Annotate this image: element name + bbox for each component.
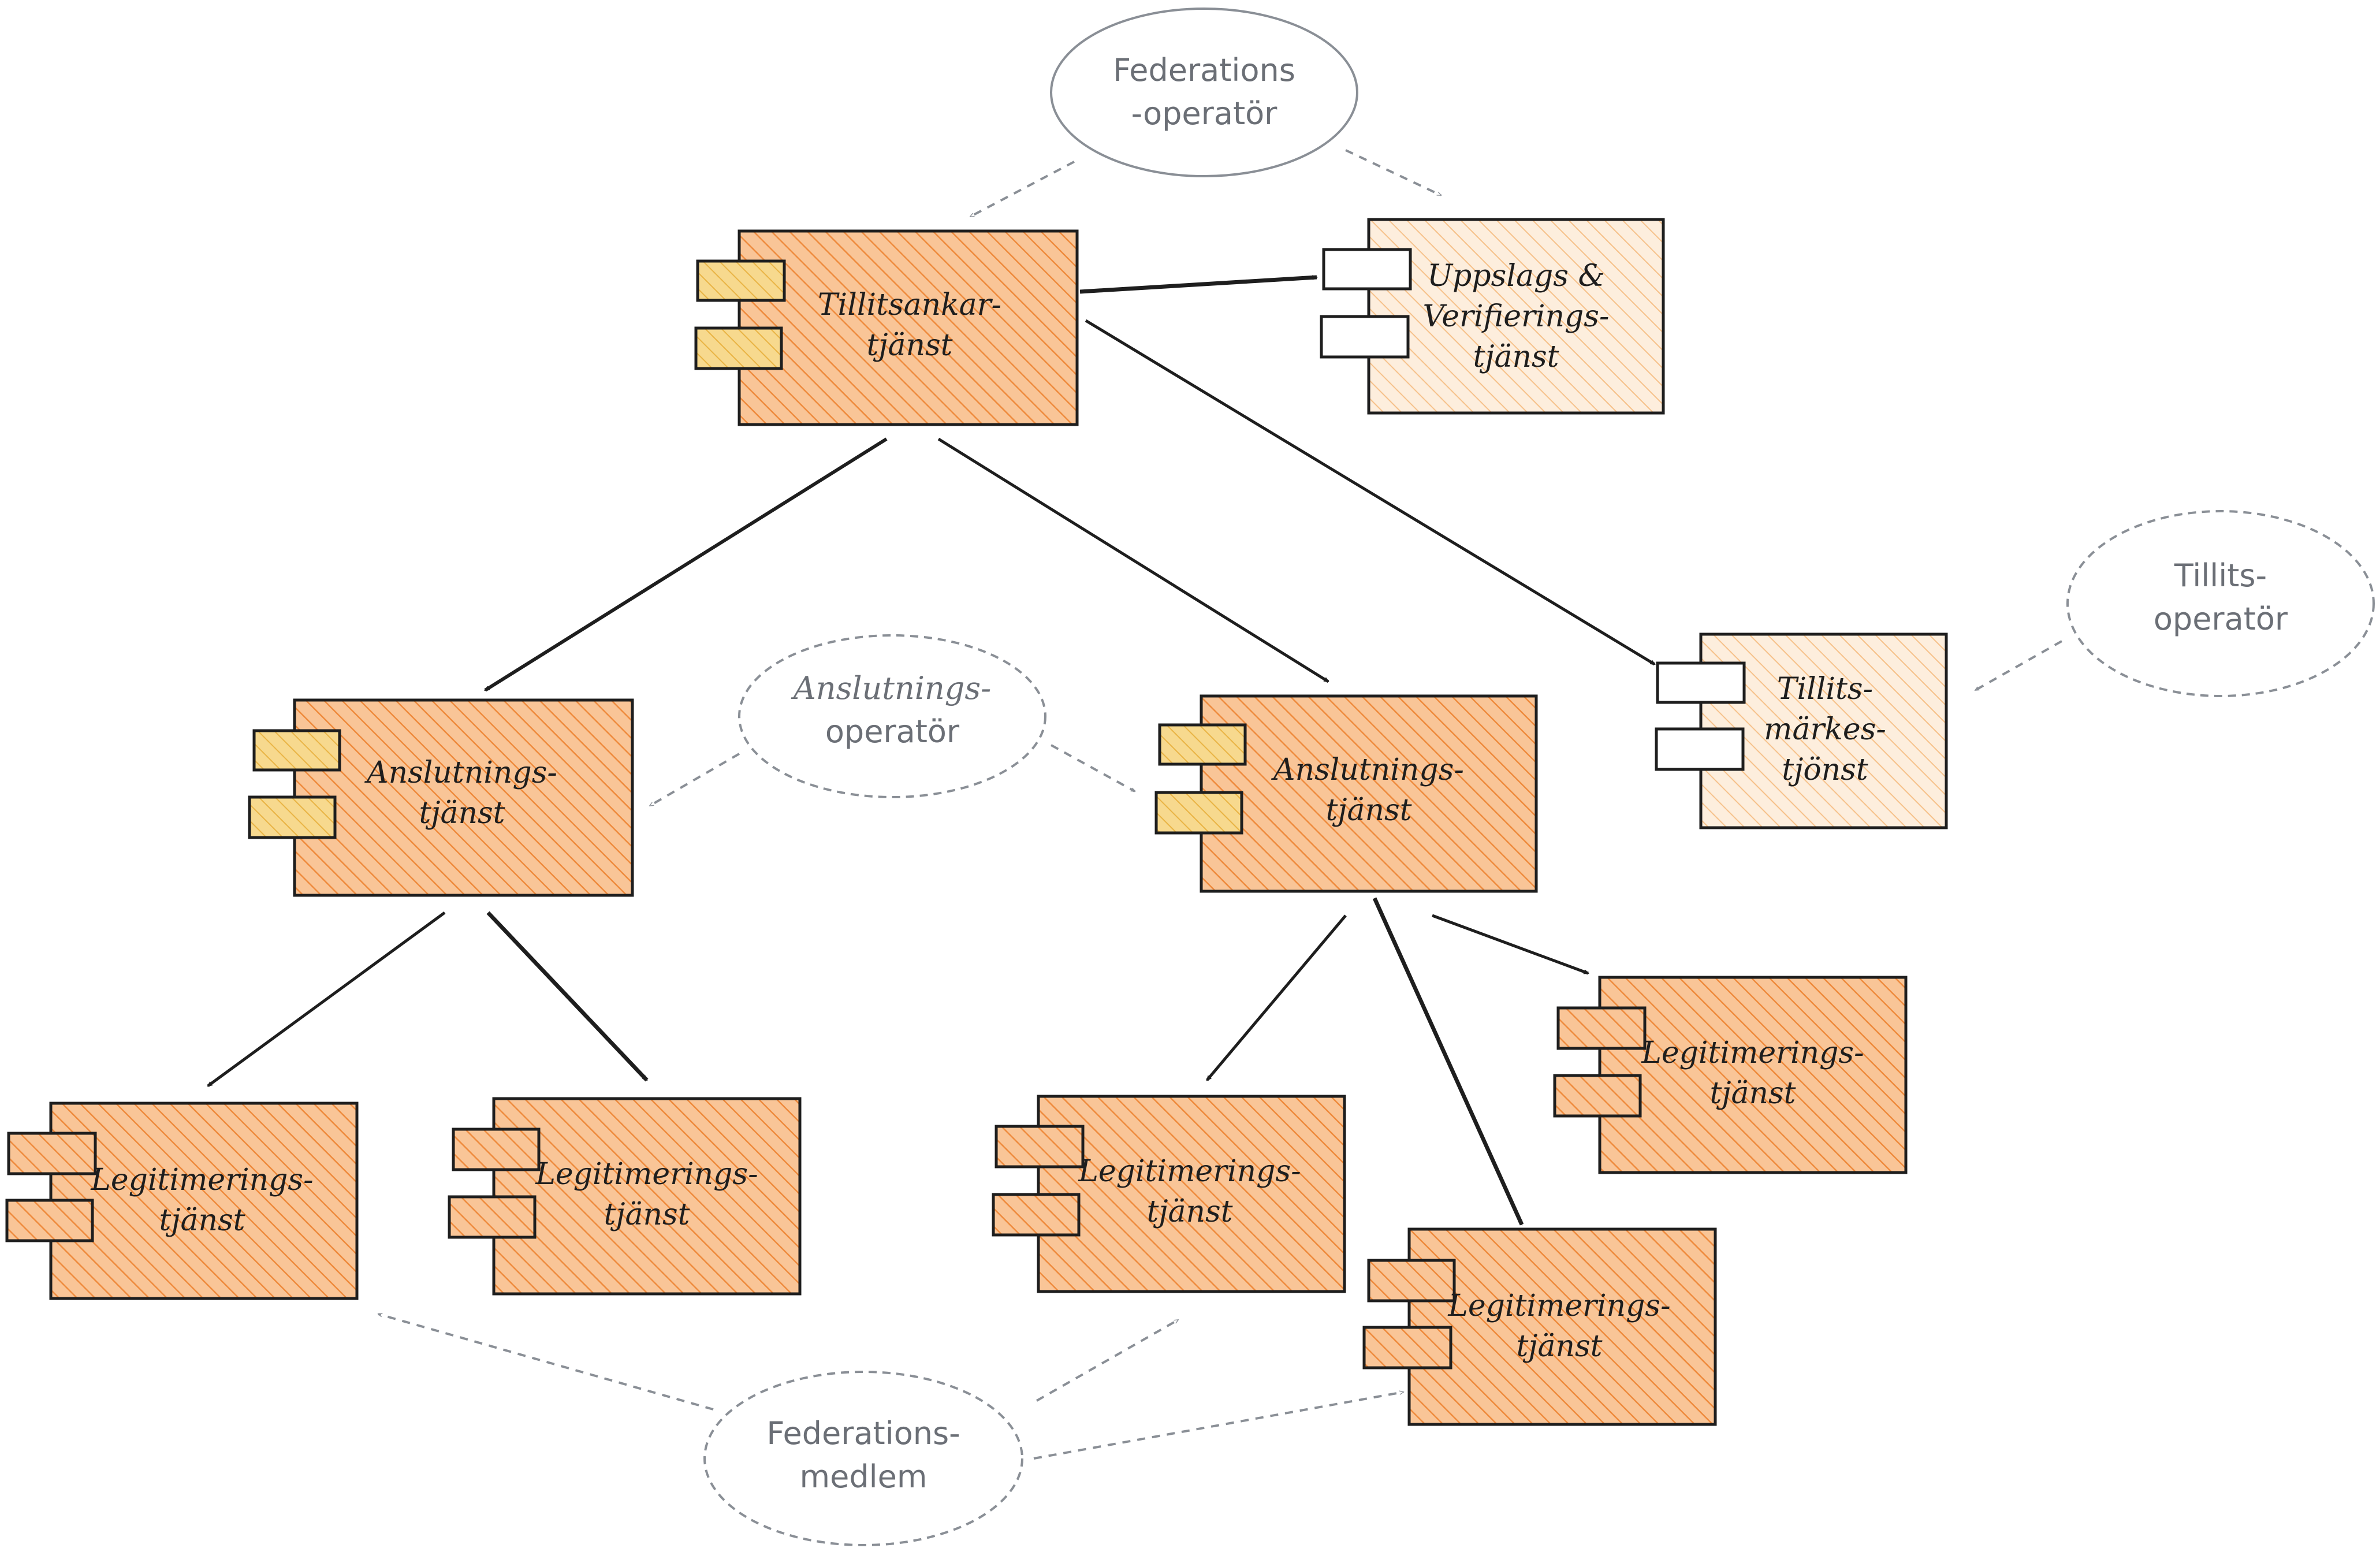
component-body: [738, 229, 1079, 426]
arrow-left-to-leg2: [486, 911, 649, 1082]
service-anslutning-left[interactable]: Anslutnings- tjänst: [248, 698, 634, 897]
service-legitimering-5[interactable]: Legitimerings- tjänst: [1362, 1227, 1717, 1426]
service-label-line2: tjänst: [159, 1203, 245, 1238]
arrow-anchor-to-trustmark: [1085, 319, 1655, 666]
arrow-anchor-to-lookup: [1079, 277, 1317, 294]
operator-federations[interactable]: Federations -operatör: [1050, 8, 1358, 177]
component-port: [1556, 1006, 1647, 1050]
operator-tillits[interactable]: Tillits- operatör: [2066, 510, 2375, 697]
arrow-right-to-leg3: [1206, 914, 1347, 1080]
component-port: [694, 326, 783, 370]
service-label-line1: Legitimerings-: [1078, 1154, 1301, 1189]
solid-connections: [208, 277, 1655, 1225]
component-port: [1553, 1074, 1642, 1118]
service-trust-anchor[interactable]: Tillitsankar- tjänst: [694, 229, 1079, 426]
service-legitimering-1[interactable]: Legitimerings- tjänst: [5, 1102, 359, 1300]
operator-label-line1: Anslutnings-: [791, 670, 992, 706]
component-port: [5, 1199, 94, 1242]
operator-label-line1: Federations-: [766, 1415, 960, 1452]
component-port: [452, 1127, 541, 1171]
service-label-line1: Uppslags &: [1427, 259, 1605, 293]
service-label-line1: Legitimerings-: [90, 1163, 313, 1197]
component-port: [696, 259, 786, 302]
component-port: [1655, 727, 1745, 771]
service-label-line2: tjänst: [1516, 1329, 1602, 1364]
component-port: [1158, 723, 1247, 766]
arrow-right-to-leg4: [1432, 914, 1588, 975]
dash-fedop-to-lookup: [1345, 149, 1441, 196]
service-lookup-verification[interactable]: Uppslags & Verifierings- tjänst: [1320, 218, 1665, 415]
service-label-line2: märkes-: [1764, 712, 1886, 747]
component-body: [1598, 976, 1908, 1174]
service-label-line3: tjänst: [1473, 340, 1559, 374]
service-legitimering-2[interactable]: Legitimerings- tjänst: [448, 1097, 802, 1296]
component-body: [49, 1102, 359, 1300]
component-port: [1322, 248, 1412, 291]
component-body: [1037, 1095, 1346, 1293]
service-anslutning-right[interactable]: Anslutnings- tjänst: [1154, 694, 1538, 893]
service-label-line2: Verifierings-: [1422, 299, 1609, 334]
component-port: [1656, 661, 1746, 704]
service-label-line1: Tillitsankar-: [818, 288, 1001, 322]
service-label-line1: Legitimerings-: [1641, 1036, 1864, 1070]
service-label-line1: Legitimerings-: [1447, 1289, 1670, 1323]
operator-label-line2: medlem: [800, 1458, 928, 1495]
component-port: [252, 729, 341, 772]
service-label-line2: tjänst: [1146, 1195, 1232, 1229]
arrow-right-to-leg5: [1372, 897, 1524, 1225]
component-body: [1407, 1227, 1717, 1426]
service-label-line2: tjänst: [419, 796, 505, 831]
component-body: [492, 1097, 802, 1296]
operator-label-line1: Federations: [1113, 52, 1295, 88]
operator-anslutning[interactable]: Anslutnings- operatör: [738, 634, 1046, 798]
operator-ellipse: [1050, 8, 1358, 177]
component-port: [7, 1132, 97, 1175]
component-port: [1362, 1326, 1452, 1370]
component-port: [1320, 315, 1410, 359]
service-label-line1: Legitimerings-: [535, 1157, 758, 1192]
component-body: [1200, 694, 1538, 893]
service-label-line2: tjänst: [1325, 793, 1411, 828]
operator-ellipse: [738, 634, 1046, 798]
service-legitimering-4[interactable]: Legitimerings- tjänst: [1553, 976, 1908, 1174]
dash-member-to-leg1: [378, 1313, 714, 1411]
dash-member-to-leg3: [1036, 1319, 1178, 1402]
operator-label-line2: -operatör: [1131, 95, 1278, 132]
operator-ellipse: [2066, 510, 2375, 697]
component-port: [1154, 791, 1243, 835]
dash-fedop-to-anchor: [970, 161, 1075, 218]
arrow-anchor-to-anslutning-left: [485, 437, 888, 692]
operator-label-line1: Tillits-: [2174, 557, 2267, 594]
dash-member-to-leg5: [1033, 1392, 1403, 1460]
arrow-anchor-to-anslutning-right: [937, 437, 1328, 683]
dash-anslop-to-left: [650, 753, 740, 807]
service-label-line2: tjänst: [866, 328, 952, 363]
dash-tillitsop-to-trustmark: [1975, 640, 2062, 691]
service-label-line1: Anslutnings-: [364, 756, 557, 790]
component-port: [995, 1125, 1085, 1169]
service-label-line2: tjänst: [1709, 1076, 1796, 1111]
component-port: [1367, 1259, 1456, 1303]
component-port: [448, 1195, 537, 1239]
arrow-left-to-leg1: [208, 911, 446, 1088]
operator-label-line2: operatör: [825, 713, 960, 750]
component-port: [248, 795, 337, 839]
service-label-line3: tjönst: [1782, 753, 1868, 787]
component-body: [293, 698, 634, 897]
operator-ellipse: [703, 1371, 1023, 1546]
operator-label-line2: operatör: [2154, 601, 2288, 637]
component-port: [992, 1193, 1081, 1237]
service-legitimering-3[interactable]: Legitimerings- tjänst: [992, 1095, 1346, 1293]
service-trust-mark[interactable]: Tillits- märkes- tjönst: [1655, 632, 1948, 829]
dashed-connections: [378, 149, 2062, 1460]
service-label-line1: Tillits-: [1777, 672, 1873, 706]
dash-anslop-to-right: [1051, 744, 1135, 792]
service-label-line1: Anslutnings-: [1271, 753, 1464, 787]
service-label-line2: tjänst: [604, 1197, 690, 1232]
operator-federations-member[interactable]: Federations- medlem: [703, 1371, 1023, 1546]
